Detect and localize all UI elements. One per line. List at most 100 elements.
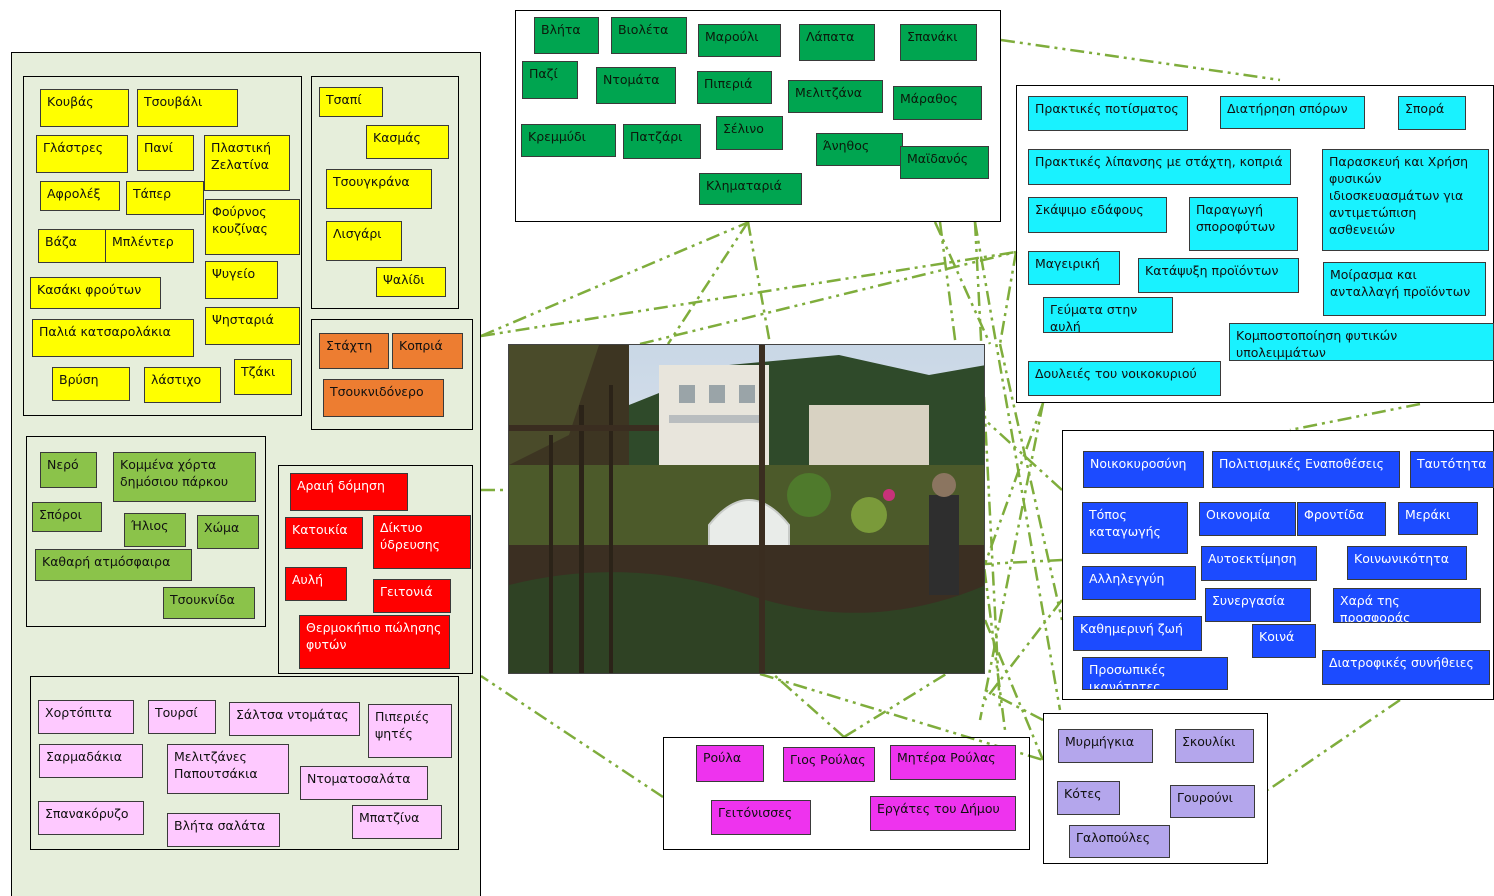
node-tools-12: Κασάκι φρούτων bbox=[30, 277, 161, 309]
connector-line bbox=[984, 688, 1044, 722]
node-values-12: Χαρά της προσφοράς bbox=[1333, 588, 1481, 623]
connector-line bbox=[983, 402, 1045, 565]
node-fertilizers-3: Τσουκνιδόνερο bbox=[323, 379, 444, 417]
connector-line bbox=[639, 250, 1017, 346]
garden-photo bbox=[508, 344, 985, 674]
node-practices-2: Διατήρηση σπόρων bbox=[1220, 96, 1365, 129]
node-practices-6: Σκάψιμο εδάφους bbox=[1028, 197, 1167, 233]
connector-line bbox=[1267, 698, 1401, 792]
node-plants-6: Παζί bbox=[522, 61, 578, 99]
node-plants-3: Μαρούλι bbox=[698, 24, 781, 57]
node-values-9: Κοινωνικότητα bbox=[1347, 546, 1467, 580]
node-plants-7: Ντομάτα bbox=[596, 67, 676, 104]
node-tools-7: Τάπερ bbox=[126, 181, 204, 215]
node-foods-9: Βλήτα σαλάτα bbox=[167, 813, 280, 847]
node-people-4: Γειτόνισσες bbox=[711, 800, 811, 835]
node-foods-1: Χορτόπιτα bbox=[38, 700, 134, 734]
node-plants-13: Σέλινο bbox=[716, 116, 783, 150]
node-plants-1: Βλήτα bbox=[534, 17, 599, 54]
node-resources-2: Κομμένα χόρτα δημόσιου πάρκου bbox=[113, 452, 256, 502]
node-practices-10: Μοίρασμα και ανταλλαγή προϊόντων bbox=[1323, 262, 1486, 316]
node-tools-8: Φούρνος κουζίνας bbox=[205, 199, 300, 255]
connector-line bbox=[746, 221, 772, 345]
node-plants-4: Λάπατα bbox=[799, 24, 875, 61]
node-tools-6: Αφρολέξ bbox=[40, 181, 120, 211]
node-plants-14: Άνηθος bbox=[816, 133, 903, 166]
node-hand-tools-2: Κασμάς bbox=[366, 125, 449, 159]
node-animals-1: Μυρμήγκια bbox=[1058, 729, 1153, 763]
node-resources-1: Νερό bbox=[40, 452, 97, 488]
node-practices-3: Σπορά bbox=[1398, 96, 1466, 130]
node-tools-9: Βάζα bbox=[38, 229, 106, 263]
connector-line bbox=[843, 648, 986, 739]
node-plants-12: Πατζάρι bbox=[623, 124, 701, 159]
node-people-5: Εργάτες του Δήμου bbox=[870, 796, 1016, 831]
node-values-11: Συνεργασία bbox=[1205, 588, 1311, 622]
node-tools-3: Γλάστρες bbox=[36, 135, 128, 173]
node-people-2: Γιος Ρούλας bbox=[783, 747, 875, 782]
connector-line bbox=[978, 402, 1045, 721]
node-values-2: Πολιτισμικές Εναποθέσεις bbox=[1212, 451, 1400, 488]
node-hand-tools-3: Τσουγκράνα bbox=[326, 169, 432, 209]
node-values-7: Μεράκι bbox=[1398, 502, 1478, 535]
node-tools-2: Τσουβάλι bbox=[137, 89, 238, 127]
node-foods-2: Τουρσί bbox=[148, 700, 216, 734]
node-tools-1: Κουβάς bbox=[40, 89, 129, 127]
node-foods-5: Σαρμαδάκια bbox=[39, 744, 143, 778]
group-place bbox=[278, 465, 473, 674]
connector-line bbox=[1000, 38, 1281, 82]
node-plants-16: Κληματαριά bbox=[699, 173, 802, 205]
node-plants-10: Μάραθος bbox=[893, 86, 982, 120]
node-tools-11: Ψυγείο bbox=[205, 261, 278, 299]
node-tools-14: Παλιά κατσαρολάκια bbox=[32, 319, 194, 357]
connector-line bbox=[480, 220, 750, 338]
node-people-1: Ρούλα bbox=[696, 745, 764, 782]
node-place-2: Κατοικία bbox=[285, 517, 363, 549]
node-values-1: Νοικοκυροσύνη bbox=[1083, 451, 1204, 488]
node-resources-3: Σπόροι bbox=[32, 502, 102, 532]
node-values-15: Προσωπικές ικανότητες bbox=[1082, 657, 1228, 690]
node-tools-5: Πλαστική Ζελατίνα bbox=[204, 135, 290, 191]
node-practices-7: Παραγωγή σποροφύτων bbox=[1189, 197, 1298, 251]
node-tools-4: Πανί bbox=[137, 135, 194, 171]
node-values-8: Αυτοεκτίμηση bbox=[1201, 546, 1317, 581]
node-values-3: Ταυτότητα bbox=[1410, 451, 1494, 488]
node-practices-11: Γεύματα στην αυλή bbox=[1043, 297, 1173, 333]
connector-line bbox=[666, 221, 750, 345]
connector-line bbox=[480, 250, 1017, 338]
node-values-10: Αλληλεγγύη bbox=[1082, 566, 1196, 600]
node-place-6: Θερμοκήπιο πώλησης φυτών bbox=[299, 615, 450, 669]
node-foods-3: Σάλτσα ντομάτας bbox=[229, 702, 360, 736]
node-animals-2: Σκουλίκι bbox=[1175, 729, 1254, 763]
garden-photo-illustration bbox=[509, 345, 984, 673]
node-plants-9: Μελιτζάνα bbox=[788, 80, 883, 113]
connector-line bbox=[998, 343, 1064, 621]
node-practices-12: Κομποστοποίηση φυτικών υπολειμμάτων bbox=[1229, 323, 1494, 361]
connector-line bbox=[480, 674, 664, 799]
node-foods-6: Μελιτζάνες Παπουτσάκια bbox=[167, 744, 289, 794]
node-plants-11: Κρεμμύδι bbox=[521, 124, 616, 157]
group-people bbox=[663, 737, 1030, 850]
node-tools-16: λάστιχο bbox=[144, 367, 221, 403]
node-animals-5: Γαλοπούλες bbox=[1069, 825, 1170, 858]
node-practices-1: Πρακτικές ποτίσματος bbox=[1028, 96, 1188, 131]
node-plants-2: Βιολέτα bbox=[611, 17, 687, 54]
group-animals bbox=[1043, 713, 1268, 864]
node-values-13: Καθημερινή ζωή bbox=[1073, 616, 1202, 651]
node-fertilizers-1: Στάχτη bbox=[319, 333, 389, 369]
node-place-4: Αυλή bbox=[285, 567, 347, 601]
node-plants-15: Μαϊδανός bbox=[900, 146, 989, 179]
node-hand-tools-4: Λισγάρι bbox=[326, 221, 402, 261]
group-plants bbox=[515, 10, 1001, 222]
group-tools bbox=[23, 76, 302, 416]
group-fertilizers bbox=[311, 319, 473, 430]
node-values-5: Οικονομία bbox=[1199, 502, 1296, 536]
node-hand-tools-1: Τσαπί bbox=[319, 87, 383, 117]
node-resources-4: Ήλιος bbox=[124, 513, 186, 547]
node-foods-10: Μπατζίνα bbox=[352, 805, 442, 839]
node-plants-5: Σπανάκι bbox=[900, 24, 977, 61]
node-foods-4: Πιπεριές ψητές bbox=[368, 704, 452, 758]
node-place-3: Δίκτυο ύδρευσης bbox=[373, 515, 471, 569]
node-values-4: Τόπος καταγωγής bbox=[1082, 502, 1188, 554]
